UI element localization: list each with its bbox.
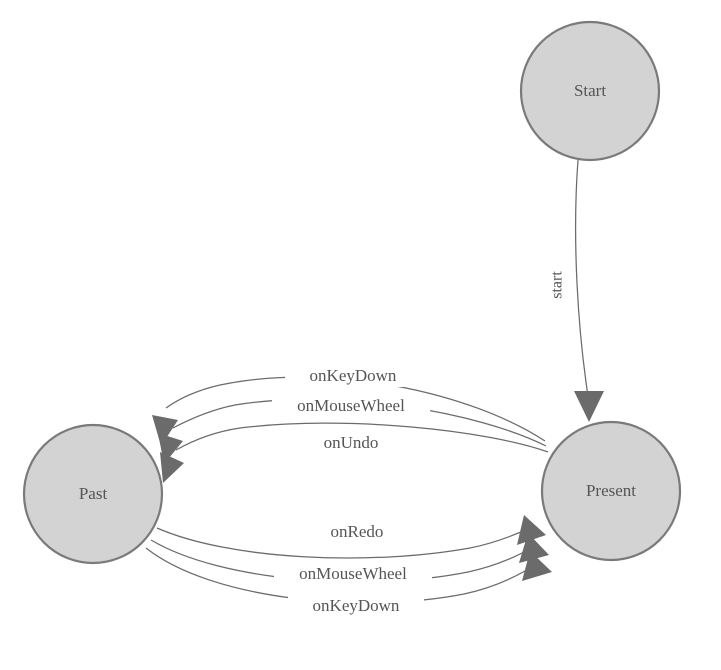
arrowhead-present-to-past-key — [152, 415, 178, 446]
arrowhead-past-to-present-key — [522, 551, 552, 581]
edge-label-start-group: start — [548, 256, 567, 314]
edge-label-bg-past-present-redo — [313, 521, 401, 543]
edge-path-past-present-redo — [156, 526, 533, 559]
edge-present-to-past-onundo[interactable] — [160, 422, 549, 483]
edge-label-past-present-redo-group: onRedo — [313, 521, 401, 543]
edge-label-bg-present-past-key — [285, 365, 421, 387]
node-present-circle — [540, 420, 682, 562]
arrowhead-past-to-present-wheel — [519, 533, 549, 563]
edge-label-past-present-key: onKeyDown — [313, 596, 400, 615]
node-start-label: Start — [574, 81, 606, 100]
edge-label-present-past-wheel: onMouseWheel — [297, 396, 405, 415]
edge-start-to-present[interactable] — [574, 159, 604, 422]
edge-label-past-present-key-group: onKeyDown — [288, 595, 424, 617]
edge-label-bg-past-present-key — [288, 595, 424, 617]
edge-label-past-present-wheel: onMouseWheel — [299, 564, 407, 583]
node-start[interactable]: Start — [519, 20, 661, 162]
edge-label-bg-present-past-wheel — [272, 395, 430, 417]
edge-label-present-past-key-group: onKeyDown — [285, 365, 421, 387]
node-present[interactable]: Present — [540, 420, 682, 562]
node-start-circle — [519, 20, 661, 162]
node-past[interactable]: Past — [22, 423, 164, 565]
edge-label-bg-start — [548, 256, 567, 314]
node-past-label: Past — [79, 484, 108, 503]
arrowhead-present-to-past-undo — [160, 452, 184, 483]
edge-label-present-past-undo: onUndo — [324, 433, 379, 452]
edge-label-past-present-redo: onRedo — [331, 522, 384, 541]
edge-label-present-past-key: onKeyDown — [310, 366, 397, 385]
edge-label-past-present-wheel-group: onMouseWheel — [274, 563, 432, 585]
arrowhead-start-to-present — [574, 391, 604, 422]
edge-label-bg-past-present-wheel — [274, 563, 432, 585]
edge-label-bg-present-past-undo — [306, 432, 396, 454]
edge-label-present-past-undo-group: onUndo — [306, 432, 396, 454]
edge-label-start: start — [549, 271, 566, 299]
node-present-label: Present — [586, 481, 636, 500]
arrowhead-past-to-present-redo — [517, 515, 546, 545]
edge-past-to-present-onredo[interactable] — [156, 515, 546, 559]
node-past-circle — [22, 423, 164, 565]
edge-path-present-past-undo — [175, 422, 549, 453]
edge-label-present-past-wheel-group: onMouseWheel — [272, 395, 430, 417]
edge-path-start — [575, 159, 589, 397]
